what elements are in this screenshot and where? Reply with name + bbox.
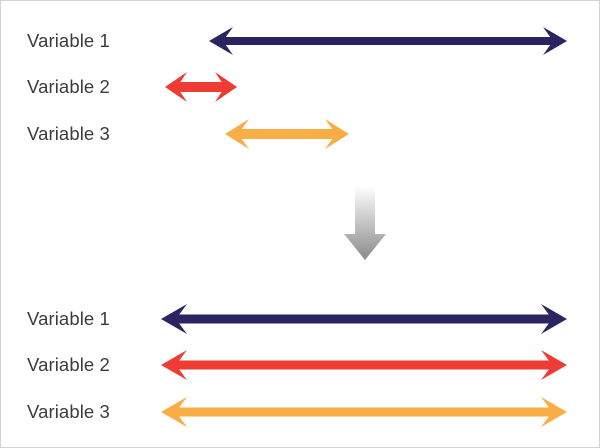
top-row-3-label: Variable 3 bbox=[27, 122, 110, 144]
bottom-row-2-label: Variable 2 bbox=[27, 353, 110, 375]
bottom-row-1-arrow bbox=[161, 304, 567, 334]
bottom-row-3-arrow bbox=[161, 397, 567, 427]
arrow-down-icon bbox=[344, 186, 386, 260]
top-row-2-label: Variable 2 bbox=[27, 75, 110, 97]
top-row-1-arrow bbox=[209, 27, 567, 55]
bottom-row-2-arrow bbox=[161, 350, 567, 380]
top-row-1-label: Variable 1 bbox=[27, 29, 110, 51]
bottom-row-1-label: Variable 1 bbox=[27, 307, 110, 329]
top-row-3-arrow bbox=[225, 119, 349, 149]
bottom-row-3-label: Variable 3 bbox=[27, 400, 110, 422]
top-row-2-arrow bbox=[165, 72, 237, 102]
